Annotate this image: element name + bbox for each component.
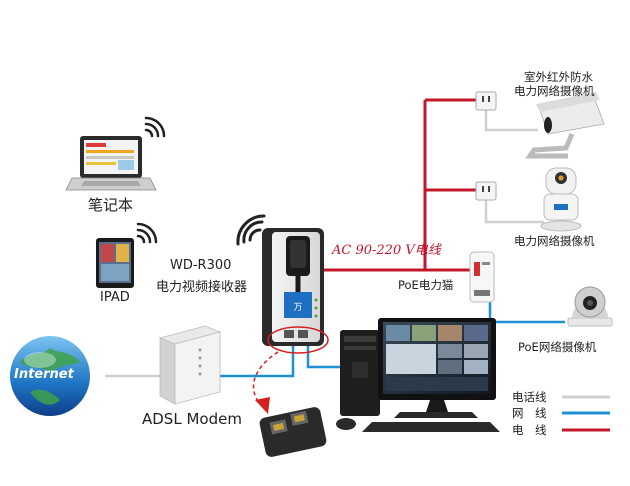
poe-cat-device-icon bbox=[469, 251, 495, 303]
monitor-icon bbox=[378, 318, 496, 418]
legend-label-network: 网 线 bbox=[512, 406, 547, 420]
power-lines bbox=[322, 98, 476, 272]
wifi-icon-receiver bbox=[236, 214, 266, 246]
modem-label: ADSL Modem bbox=[142, 410, 242, 428]
poe-camera-icon bbox=[567, 286, 613, 327]
outdoor-camera-icon bbox=[525, 92, 605, 159]
ipad-label: IPAD bbox=[100, 290, 130, 305]
phone-line-cam-top bbox=[484, 110, 538, 132]
mouse-icon bbox=[336, 418, 356, 430]
socket-mid-icon bbox=[475, 181, 497, 201]
laptop-icon bbox=[65, 136, 157, 191]
net-line-pc bbox=[306, 345, 340, 369]
outdoor-camera-label-2: 电力网络摄像机 bbox=[514, 84, 595, 98]
legend-label-phone: 电话线 bbox=[512, 390, 547, 404]
ipad-icon bbox=[96, 238, 134, 288]
legend-label-power: 电 线 bbox=[512, 423, 547, 437]
laptop-label: 笔记本 bbox=[88, 196, 134, 214]
port-highlight-ellipse bbox=[267, 326, 329, 354]
zoom-arrow bbox=[252, 351, 279, 407]
desktop-tower-icon bbox=[340, 330, 380, 416]
indoor-camera-icon bbox=[540, 167, 582, 232]
net-line-modem bbox=[220, 345, 295, 378]
internet-globe-icon bbox=[10, 336, 90, 416]
phone-lines bbox=[105, 110, 544, 378]
voltage-label: AC 90-220 V电线 bbox=[332, 243, 441, 258]
keyboard-icon bbox=[336, 418, 500, 432]
port-closeup-icon bbox=[259, 407, 327, 457]
receiver-name-label: 电力视频接收器 bbox=[156, 280, 248, 295]
poe-cat-label: PoE电力猫 bbox=[398, 278, 454, 292]
internet-label: Internet bbox=[14, 367, 74, 382]
svg-text:万: 万 bbox=[293, 303, 302, 313]
wifi-icon-ipad bbox=[136, 222, 158, 244]
legend-swatches bbox=[562, 395, 610, 432]
poe-camera-label: PoE网络摄像机 bbox=[518, 340, 597, 354]
receiver-device-icon: 万 bbox=[262, 228, 324, 346]
receiver-model-label: WD-R300 bbox=[170, 258, 232, 273]
outdoor-camera-label-1: 室外红外防水 bbox=[524, 70, 593, 84]
zoom-arrow-head bbox=[255, 397, 270, 414]
phone-line-cam-mid bbox=[484, 200, 544, 224]
socket-top-icon bbox=[475, 91, 497, 111]
wifi-icon-laptop bbox=[144, 116, 166, 138]
adsl-modem-icon bbox=[158, 325, 222, 405]
net-line-poe-cam bbox=[488, 300, 565, 324]
indoor-camera-label: 电力网络摄像机 bbox=[514, 234, 595, 248]
